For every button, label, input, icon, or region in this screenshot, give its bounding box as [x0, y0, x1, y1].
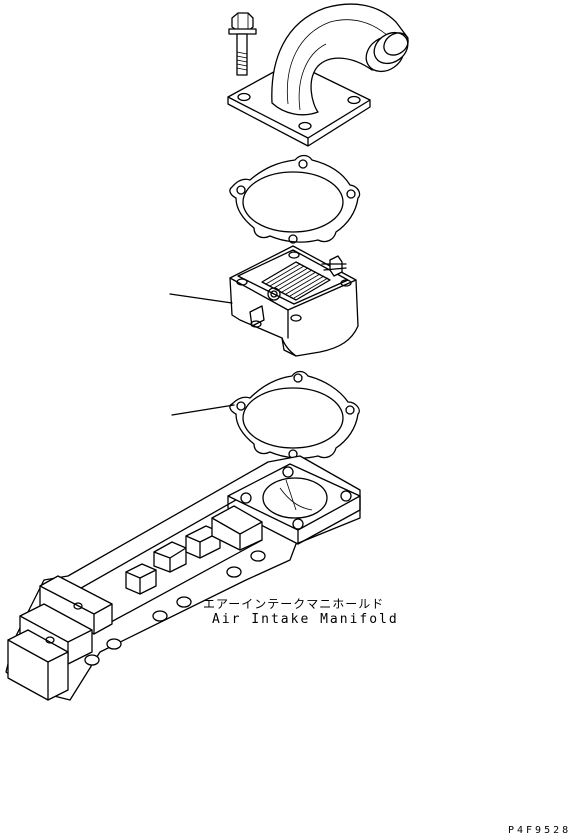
- gasket-lower: [229, 370, 360, 459]
- elbow-pipe: [227, 3, 409, 147]
- drawing-code: P4F9528: [508, 825, 572, 836]
- bolt: [228, 12, 257, 76]
- part-label-english: Air Intake Manifold: [212, 612, 399, 627]
- leader-lines: [169, 293, 235, 416]
- intake-manifold: [5, 455, 361, 701]
- gasket-upper: [229, 154, 361, 244]
- part-label-japanese: エアーインテークマニホールド: [203, 597, 385, 611]
- intake-heater: [229, 245, 359, 357]
